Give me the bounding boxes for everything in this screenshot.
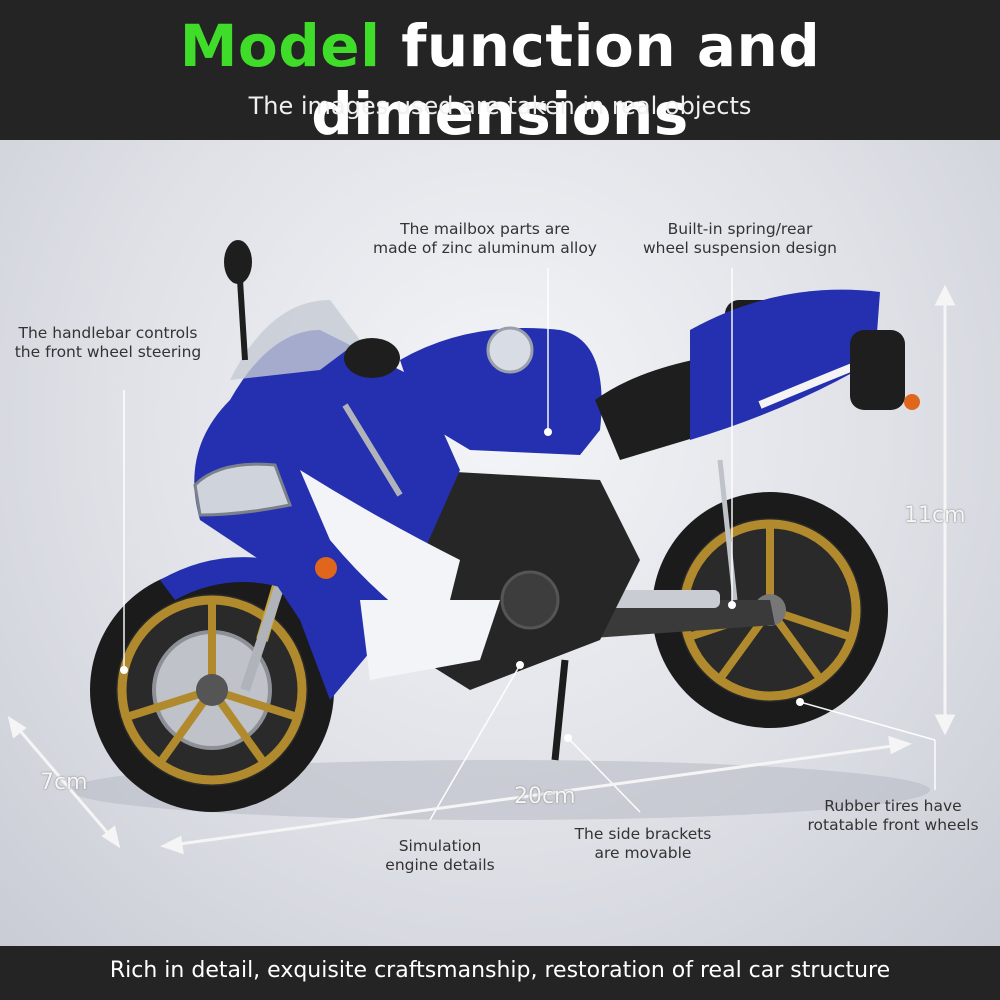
callout-handlebar: The handlebar controls the front wheel s… [0, 324, 216, 362]
footer-banner: Rich in detail, exquisite craftsmanship,… [0, 946, 1000, 1000]
callout-brackets: The side brackets are movable [555, 825, 731, 863]
dimension-length: 20cm [514, 784, 576, 809]
footer-text: Rich in detail, exquisite craftsmanship,… [109, 958, 891, 983]
callout-handlebar-line1: The handlebar controls [18, 324, 198, 342]
callout-mailbox-line2: made of zinc aluminum alloy [373, 239, 597, 257]
callout-tires: Rubber tires have rotatable front wheels [790, 797, 996, 835]
callout-brackets-line1: The side brackets [574, 825, 712, 843]
page-subtitle: The images used are taken in real object… [248, 92, 752, 120]
callout-mailbox-line1: The mailbox parts are [400, 220, 570, 238]
callout-suspension-line1: Built-in spring/rear [667, 220, 813, 238]
callout-suspension: Built-in spring/rear wheel suspension de… [620, 220, 860, 258]
title-rest: function and dimensions [311, 12, 821, 148]
callout-suspension-line2: wheel suspension design [642, 239, 837, 257]
callout-mailbox: The mailbox parts are made of zinc alumi… [350, 220, 620, 258]
callout-engine: Simulation engine details [360, 837, 520, 875]
callout-engine-line1: Simulation [398, 837, 482, 855]
callout-brackets-line2: are movable [594, 844, 692, 862]
dimension-width: 7cm [40, 770, 88, 795]
callout-tires-line2: rotatable front wheels [807, 816, 979, 834]
dimension-height: 11cm [904, 503, 966, 528]
header-banner: Model function and dimensions The images… [0, 0, 1000, 148]
page-title: Model function and dimensions [0, 12, 1000, 148]
callout-tires-line1: Rubber tires have [824, 797, 962, 815]
callout-handlebar-line2: the front wheel steering [14, 343, 202, 361]
title-accent: Model [179, 12, 381, 80]
callout-engine-line2: engine details [385, 856, 495, 874]
